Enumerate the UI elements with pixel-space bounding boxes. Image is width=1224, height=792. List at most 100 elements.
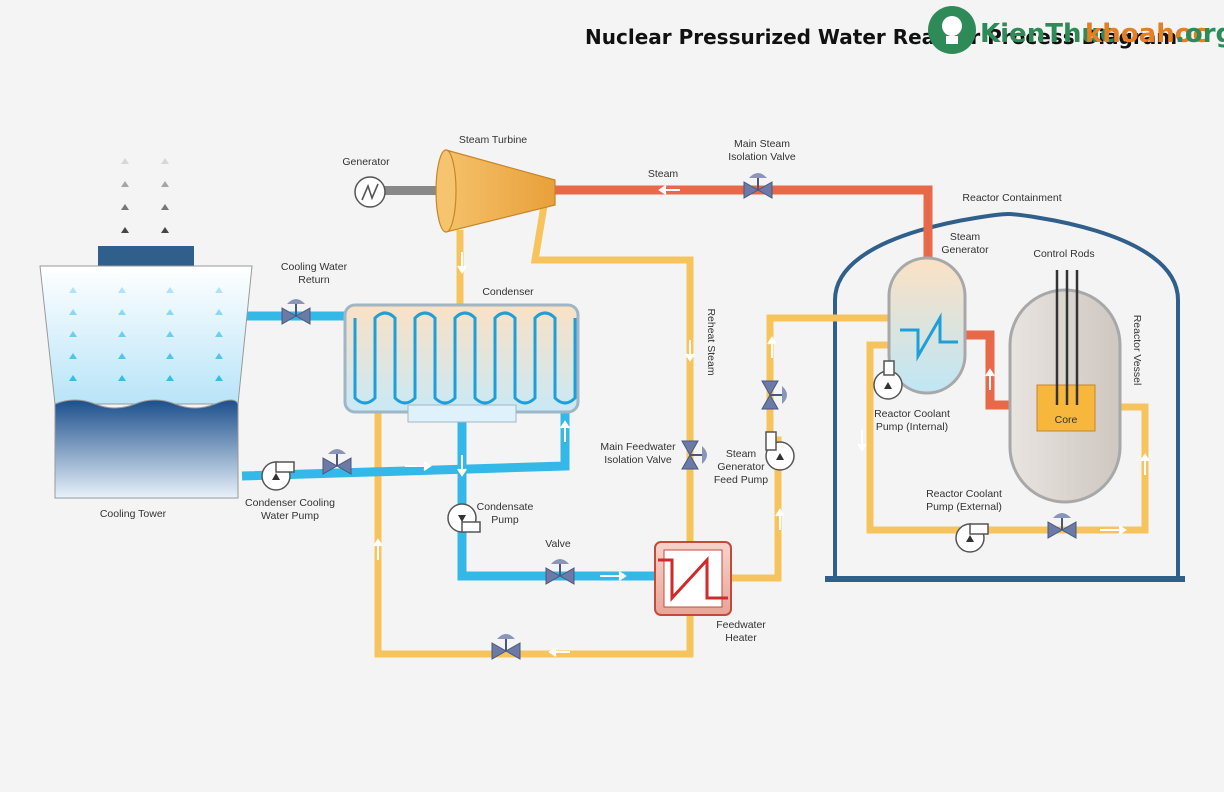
label-condenser-cooling-water-pump-1: Condenser Cooling xyxy=(245,497,335,509)
label-steam-generator-feed-pump-1: Steam xyxy=(726,448,757,460)
label-steam: Steam xyxy=(648,168,679,180)
cooling-tower xyxy=(39,246,253,499)
condensate-pump xyxy=(447,503,481,533)
flow-arrow xyxy=(775,508,785,530)
label-reactor-coolant-pump-internal-1: Reactor Coolant xyxy=(874,408,950,420)
flow-arrow xyxy=(1140,453,1150,475)
watermark: KienThuc khoahoc .org xyxy=(928,6,1224,54)
vapor-icon xyxy=(121,227,129,233)
droplet-icon xyxy=(166,353,174,359)
droplet-icon xyxy=(118,287,126,293)
reactor-coolant-pump-external xyxy=(955,523,989,553)
label-reactor-coolant-pump-external-2: Pump (External) xyxy=(926,501,1002,513)
flow-arrow xyxy=(405,461,432,471)
droplet-icon xyxy=(118,353,126,359)
droplet-icon xyxy=(166,287,174,293)
label-reheat-steam: Reheat Steam xyxy=(705,308,717,375)
label-main-steam-isolation-valve-1: Main Steam xyxy=(734,138,790,150)
vapor-icon xyxy=(121,204,129,210)
reactor-coolant-valve xyxy=(1047,513,1077,539)
droplet-icon xyxy=(215,331,223,337)
main-steam-isolation-valve xyxy=(743,173,773,199)
condensate-valve xyxy=(545,559,575,585)
steam-generator-feed-pump xyxy=(765,431,795,471)
label-steam-turbine: Steam Turbine xyxy=(459,134,527,146)
condenser-cooling-water-pump xyxy=(261,461,295,491)
label-reactor-containment: Reactor Containment xyxy=(962,192,1061,204)
droplet-icon xyxy=(69,353,77,359)
generator-icon xyxy=(361,183,379,201)
main-feedwater-isolation-valve xyxy=(681,440,707,470)
vapor-icon xyxy=(161,227,169,233)
vapor-icon xyxy=(121,158,129,164)
label-steam-generator-feed-pump-2: Generator xyxy=(717,461,765,473)
diagram-title: Nuclear Pressurized Water Reactor Proces… xyxy=(585,25,1177,49)
flow-arrow xyxy=(1100,525,1127,535)
label-cooling-water-return-2: Return xyxy=(298,274,330,286)
label-feedwater-heater-1: Feedwater xyxy=(716,619,766,631)
watermark-part1: KienThuc xyxy=(980,19,1115,49)
flow-arrow xyxy=(985,368,995,390)
label-main-feedwater-isolation-valve-2: Isolation Valve xyxy=(604,454,672,466)
flow-arrow xyxy=(373,538,383,560)
label-condenser-cooling-water-pump-2: Water Pump xyxy=(261,510,319,522)
vapor-icon xyxy=(161,204,169,210)
vapor-icon xyxy=(121,181,129,187)
flow-arrow xyxy=(857,430,867,452)
primary-hot-leg-pipe xyxy=(960,330,1012,410)
flow-arrows xyxy=(373,185,1150,657)
condenser xyxy=(343,303,580,423)
reactor-containment xyxy=(833,211,1180,578)
label-generator: Generator xyxy=(342,156,390,168)
vapor-icon xyxy=(161,181,169,187)
label-control-rods: Control Rods xyxy=(1033,248,1094,260)
flow-arrow xyxy=(560,420,570,442)
label-condensate-pump-1: Condensate xyxy=(477,501,534,513)
flow-arrow xyxy=(457,455,467,477)
label-core: Core xyxy=(1055,414,1078,426)
droplet-icon xyxy=(69,375,77,381)
steam-generator-feed-valve xyxy=(761,380,787,410)
droplet-icon xyxy=(69,309,77,315)
feedwater-return-valve xyxy=(491,634,521,660)
label-cooling-tower: Cooling Tower xyxy=(100,508,167,520)
cooling-water-return-valve xyxy=(281,299,311,325)
droplet-icon xyxy=(215,309,223,315)
droplet-icon xyxy=(118,375,126,381)
label-steam-generator-1: Steam xyxy=(950,231,981,243)
label-steam-generator-2: Generator xyxy=(941,244,989,256)
droplet-icon xyxy=(215,353,223,359)
flow-arrow xyxy=(600,571,627,581)
watermark-part3: .org xyxy=(1175,19,1224,49)
heater-coil-icon xyxy=(658,556,728,602)
label-main-steam-isolation-valve-2: Isolation Valve xyxy=(728,151,796,163)
label-valve: Valve xyxy=(545,538,571,550)
watermark-part2: khoahoc xyxy=(1085,19,1208,49)
steam-generator xyxy=(887,256,967,395)
label-main-feedwater-isolation-valve-1: Main Feedwater xyxy=(600,441,676,453)
label-condenser: Condenser xyxy=(482,286,534,298)
droplet-icon xyxy=(215,287,223,293)
steam-turbine xyxy=(435,149,556,233)
feedwater-heater xyxy=(654,541,732,616)
condensate-return-pipe xyxy=(374,410,694,658)
vapor-plume xyxy=(121,158,169,233)
containment-base xyxy=(825,576,1185,582)
label-feedwater-heater-2: Heater xyxy=(725,632,757,644)
sg-coil-icon xyxy=(900,312,958,362)
droplet-icon xyxy=(166,331,174,337)
droplet-icon xyxy=(118,309,126,315)
reactor-vessel xyxy=(1008,270,1122,504)
tower-droplets xyxy=(69,287,223,381)
droplet-icon xyxy=(69,331,77,337)
flow-arrow xyxy=(457,252,467,274)
droplet-icon xyxy=(118,331,126,337)
label-reactor-vessel: Reactor Vessel xyxy=(1131,315,1143,386)
droplet-icon xyxy=(166,309,174,315)
condenser-cooling-water-valve xyxy=(322,449,352,475)
droplet-icon xyxy=(69,287,77,293)
droplet-icon xyxy=(166,375,174,381)
flow-arrow xyxy=(767,336,777,358)
primary-cold-leg-pipe xyxy=(866,341,1149,534)
